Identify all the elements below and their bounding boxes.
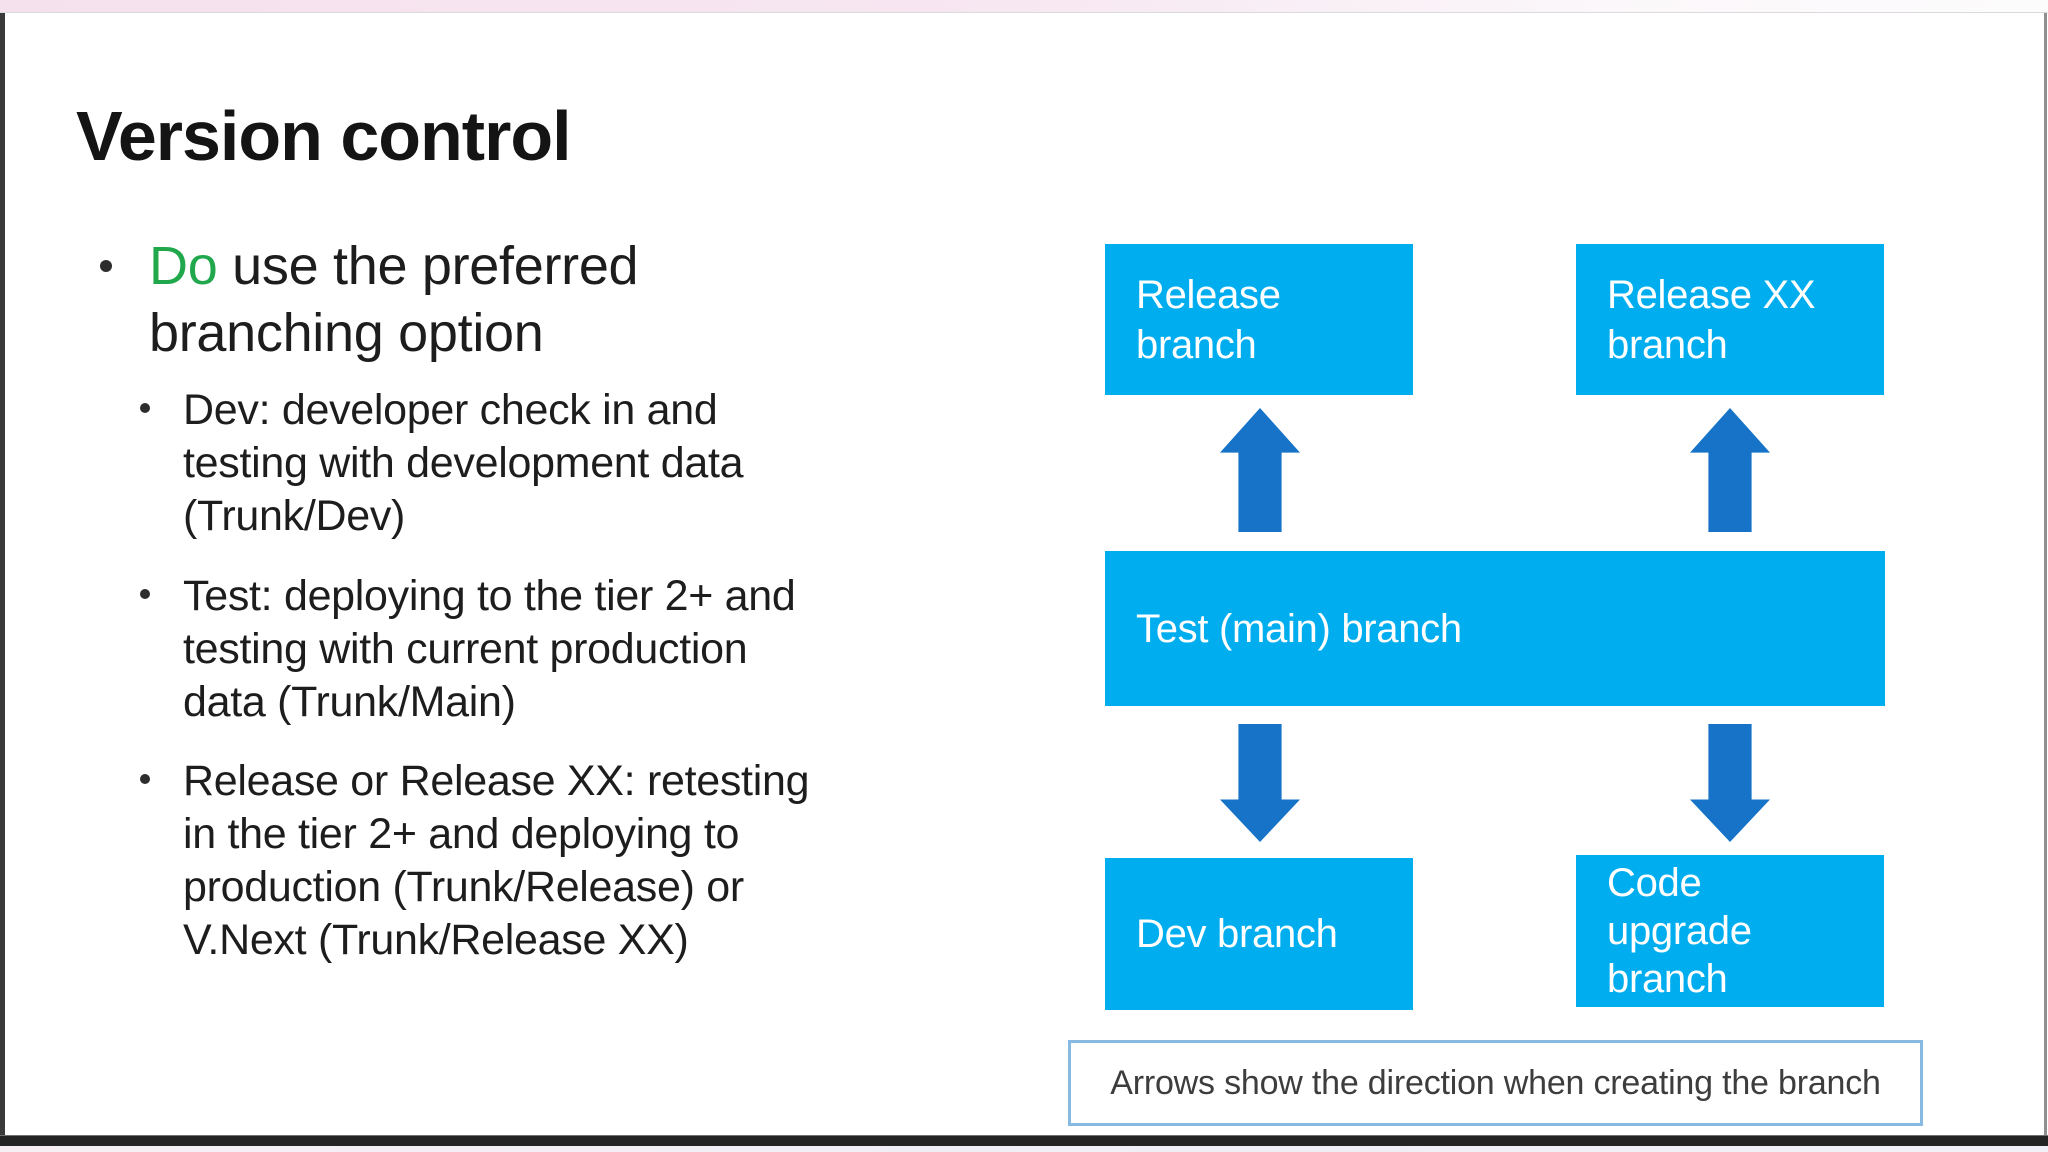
bullet-line: data (Trunk/Main) bbox=[183, 678, 516, 726]
test-main-branch-box: Test (main) branch bbox=[1105, 551, 1885, 706]
bullet-line: production (Trunk/Release) or bbox=[183, 863, 744, 911]
main-bullet: Do use the preferred branching option bbox=[100, 233, 639, 367]
do-emphasis: Do bbox=[149, 236, 218, 296]
main-bullet-line1: Do use the preferred bbox=[149, 236, 639, 296]
release-xx-branch-box: Release XX branch bbox=[1576, 244, 1884, 395]
box-label-line: branch bbox=[1136, 322, 1257, 367]
sub-bullet-release: Release or Release XX: retesting in the … bbox=[140, 755, 809, 967]
dev-branch-box: Dev branch bbox=[1105, 858, 1413, 1010]
bullet-line: (Trunk/Dev) bbox=[183, 492, 406, 540]
main-bullet-text: Do use the preferred branching option bbox=[149, 233, 639, 367]
box-label-line: branch bbox=[1607, 322, 1728, 367]
box-label-line: branch bbox=[1607, 957, 1728, 1001]
bullet-dot-icon bbox=[140, 755, 183, 967]
slide-title: Version control bbox=[76, 97, 572, 175]
bullet-line: testing with current production bbox=[183, 625, 748, 673]
main-bullet-line2: branching option bbox=[149, 303, 544, 363]
box-label-line: Dev branch bbox=[1136, 912, 1338, 956]
top-accent-strip bbox=[0, 0, 2048, 13]
bullet-line: Release or Release XX: retesting bbox=[183, 757, 810, 805]
bullet-dot-icon bbox=[140, 570, 183, 729]
bottom-bar bbox=[0, 1135, 2048, 1146]
sub-bullet-test-text: Test: deploying to the tier 2+ and testi… bbox=[183, 570, 796, 729]
up-arrow-icon bbox=[1690, 408, 1770, 532]
sub-bullet-test: Test: deploying to the tier 2+ and testi… bbox=[140, 570, 796, 729]
bullet-dot-icon bbox=[140, 384, 183, 543]
box-label-line: Release XX bbox=[1607, 272, 1816, 317]
left-border bbox=[0, 13, 5, 1146]
bullet-line: V.Next (Trunk/Release XX) bbox=[183, 916, 689, 964]
bullet-line: testing with development data bbox=[183, 439, 744, 487]
bottom-accent-strip bbox=[0, 1146, 2048, 1152]
box-label-line: upgrade bbox=[1607, 909, 1752, 953]
down-arrow-icon bbox=[1690, 724, 1770, 842]
bullet-line: Test: deploying to the tier 2+ and bbox=[183, 572, 796, 620]
note-box: Arrows show the direction when creating … bbox=[1068, 1040, 1923, 1126]
sub-bullet-dev: Dev: developer check in and testing with… bbox=[140, 384, 744, 543]
release-branch-box: Release branch bbox=[1105, 244, 1413, 395]
note-text: Arrows show the direction when creating … bbox=[1110, 1063, 1881, 1102]
sub-bullet-dev-text: Dev: developer check in and testing with… bbox=[183, 384, 744, 543]
right-edge-line bbox=[2044, 13, 2047, 1146]
code-upgrade-branch-box: Code upgrade branch bbox=[1576, 855, 1884, 1007]
sub-bullet-release-text: Release or Release XX: retesting in the … bbox=[183, 755, 809, 967]
box-label-line: Release bbox=[1136, 272, 1281, 317]
box-label-line: Code bbox=[1607, 861, 1702, 905]
bullet-dot-icon bbox=[100, 233, 149, 367]
bullet-line: Dev: developer check in and bbox=[183, 386, 718, 434]
bullet-line: in the tier 2+ and deploying to bbox=[183, 810, 740, 858]
up-arrow-icon bbox=[1220, 408, 1300, 532]
box-label-line: Test (main) branch bbox=[1136, 606, 1462, 651]
down-arrow-icon bbox=[1220, 724, 1300, 842]
